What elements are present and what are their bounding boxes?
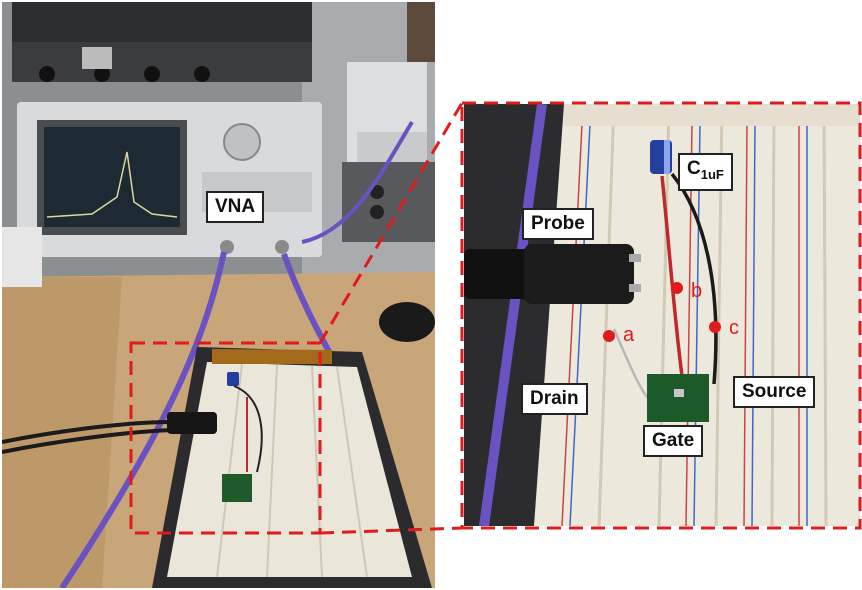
vna-label-text: VNA [215, 196, 256, 217]
probe-label-text: Probe [531, 213, 585, 234]
capacitor-label-text: C [687, 158, 701, 179]
point-a-label: a [623, 324, 635, 346]
point-c-label: c [729, 317, 739, 339]
zoom-region-dashed-box [460, 101, 862, 530]
source-label-text: Source [742, 381, 807, 402]
breadboard-closeup-photo [464, 104, 860, 526]
vna-label: VNA [206, 191, 265, 223]
source-label: Source [733, 376, 816, 408]
zoom-connector-bottom [319, 526, 463, 535]
probe-label: Probe [522, 208, 594, 240]
point-a-marker [603, 330, 615, 342]
point-b-label: b [691, 280, 703, 302]
gate-label-text: Gate [652, 430, 695, 451]
drain-label: Drain [521, 383, 588, 415]
lab-bench-photo [2, 2, 435, 588]
point-c-marker [709, 321, 721, 333]
point-b-marker [671, 282, 683, 294]
drain-label-text: Drain [530, 388, 579, 409]
source-region-dashed-box [129, 341, 322, 535]
gate-label: Gate [643, 425, 704, 457]
capacitor-label: C1uF [678, 153, 733, 191]
zoom-connector-top [318, 102, 464, 344]
capacitor-label-subscript: 1uF [700, 166, 724, 182]
